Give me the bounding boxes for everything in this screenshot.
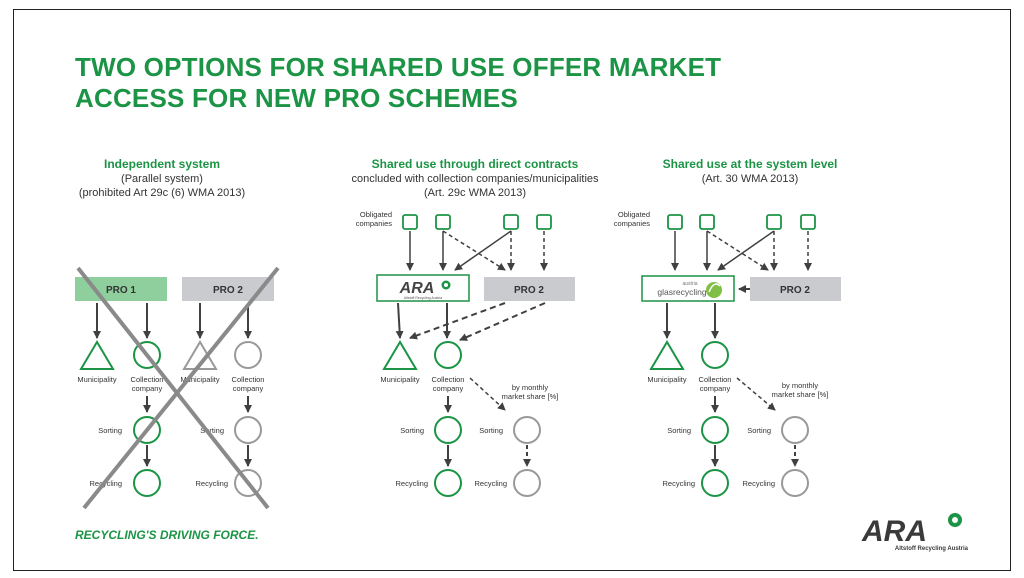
column-1-heading: Independent system xyxy=(103,157,221,171)
collection-label-col2: Collection xyxy=(432,375,465,384)
market-share-label-col3: market share [%] xyxy=(772,390,829,399)
title-line-1: TWO OPTIONS FOR SHARED USE OFFER MARKET xyxy=(75,52,722,82)
brand-logo-text: ARA xyxy=(861,515,927,548)
collection-circle-grey xyxy=(234,341,262,369)
sorting-circle-col2 xyxy=(434,416,462,444)
company-label-col3: company xyxy=(700,384,731,393)
municipality-triangle-col2 xyxy=(382,340,418,370)
recycling-label-col3-b: Recycling xyxy=(742,479,775,488)
recycling-label-col2: Recycling xyxy=(395,479,428,488)
cross-line-2 xyxy=(82,266,280,510)
recycling-circle-col2-grey xyxy=(513,469,541,497)
municipality-triangle xyxy=(79,340,115,370)
company-label: company xyxy=(132,384,163,393)
companies-label: companies xyxy=(356,219,393,228)
collection-circle-col2 xyxy=(434,341,462,369)
column-3-header: Shared use at the system level (Art. 30 … xyxy=(640,157,860,186)
column-2-header: Shared use through direct contracts conc… xyxy=(330,157,620,200)
sorting-circle-col3-grey xyxy=(781,416,809,444)
collection-label-col3: Collection xyxy=(699,375,732,384)
column-2-diagram: Obligated companies ARA Altstoff Recycli… xyxy=(356,210,575,497)
municipality-label-col3: Municipality xyxy=(647,375,686,384)
municipality-triangle-col3 xyxy=(649,340,685,370)
slide-frame xyxy=(13,9,1011,571)
sorting-label-col2-b: Sorting xyxy=(479,426,503,435)
ara-brand-logo: ARA Altstoff Recycling Austria xyxy=(861,513,969,552)
sorting-circle-col2-grey xyxy=(513,416,541,444)
column-1-sub2: (prohibited Art 29c (6) WMA 2013) xyxy=(78,187,246,199)
company-label-2: company xyxy=(233,384,264,393)
ara-box-logo: ARA xyxy=(399,280,435,297)
market-share-label: market share [%] xyxy=(502,392,559,401)
ara-box xyxy=(376,274,470,302)
brand-tagline: Altstoff Recycling Austria xyxy=(895,546,969,552)
recycling-circle-grey xyxy=(234,469,262,497)
recycling-circle-col2 xyxy=(434,469,462,497)
cross-line-1 xyxy=(76,266,270,510)
company-box-col3-2 xyxy=(699,214,715,230)
column-3-sub1: (Art. 30 WMA 2013) xyxy=(701,173,799,185)
municipality-label-col2: Municipality xyxy=(380,375,419,384)
collection-label-2: Collection xyxy=(232,375,265,384)
company-label-col2: company xyxy=(433,384,464,393)
recycling-label-col3: Recycling xyxy=(662,479,695,488)
recycling-circle xyxy=(133,469,161,497)
glas-name-label: glasrecycling xyxy=(657,287,706,297)
pro2-box-col3 xyxy=(750,277,841,301)
glasrecycling-logo-icon xyxy=(706,282,722,298)
collection-label: Collection xyxy=(131,375,164,384)
column-3-diagram: Obligated companies austria glasrecyclin… xyxy=(614,210,841,497)
collection-circle xyxy=(133,341,161,369)
ara-box-tagline: Altstoff Recycling Austria xyxy=(404,296,443,300)
sorting-circle xyxy=(133,416,161,444)
column-1-sub1: (Parallel system) xyxy=(121,173,203,185)
glasrecycling-box xyxy=(641,275,735,302)
sorting-label-2: Sorting xyxy=(200,426,224,435)
recycling-label-col2-b: Recycling xyxy=(474,479,507,488)
pro2-box-col2 xyxy=(484,277,575,301)
sorting-label-col3-b: Sorting xyxy=(747,426,771,435)
sorting-label: Sorting xyxy=(98,426,122,435)
pro1-label: PRO 1 xyxy=(106,285,136,296)
column-3-heading: Shared use at the system level xyxy=(662,157,838,171)
recycling-label-2: Recycling xyxy=(195,479,228,488)
column-1-diagram: PRO 1 PRO 2 Municipality Collection comp… xyxy=(75,266,280,510)
company-box-1 xyxy=(402,214,418,230)
company-box-col3-1 xyxy=(667,214,683,230)
by-monthly-label-col3: by monthly xyxy=(782,381,819,390)
column-1-header: Independent system (Parallel system) (pr… xyxy=(62,157,262,200)
collection-circle-col3 xyxy=(701,341,729,369)
company-box-4 xyxy=(536,214,552,230)
slogan: RECYCLING'S DRIVING FORCE. xyxy=(75,528,259,542)
slide-title: TWO OPTIONS FOR SHARED USE OFFER MARKET … xyxy=(75,52,721,114)
glas-austria-label: austria xyxy=(682,281,697,287)
column-2-sub1: concluded with collection companies/muni… xyxy=(351,173,599,185)
recycling-circle-col3 xyxy=(701,469,729,497)
municipality-label-2: Municipality xyxy=(180,375,219,384)
company-box-col3-4 xyxy=(800,214,816,230)
company-box-3 xyxy=(503,214,519,230)
sorting-circle-col3 xyxy=(701,416,729,444)
pro2-label-col2: PRO 2 xyxy=(514,285,544,296)
pro2-label-col3: PRO 2 xyxy=(780,285,810,296)
obligated-label: Obligated xyxy=(360,210,392,219)
municipality-label: Municipality xyxy=(77,375,116,384)
sorting-label-col3: Sorting xyxy=(667,426,691,435)
company-box-2 xyxy=(435,214,451,230)
by-monthly-label: by monthly xyxy=(512,383,549,392)
obligated-label-col3: Obligated xyxy=(618,210,650,219)
column-2-heading: Shared use through direct contracts xyxy=(371,157,579,171)
column-2-sub2: (Art. 29c WMA 2013) xyxy=(423,187,527,199)
recycling-circle-col3-grey xyxy=(781,469,809,497)
company-box-col3-3 xyxy=(766,214,782,230)
companies-label-col3: companies xyxy=(614,219,651,228)
sorting-circle-grey xyxy=(234,416,262,444)
pro2-label: PRO 2 xyxy=(213,285,243,296)
title-line-2: ACCESS FOR NEW PRO SCHEMES xyxy=(75,83,518,113)
sorting-label-col2: Sorting xyxy=(400,426,424,435)
